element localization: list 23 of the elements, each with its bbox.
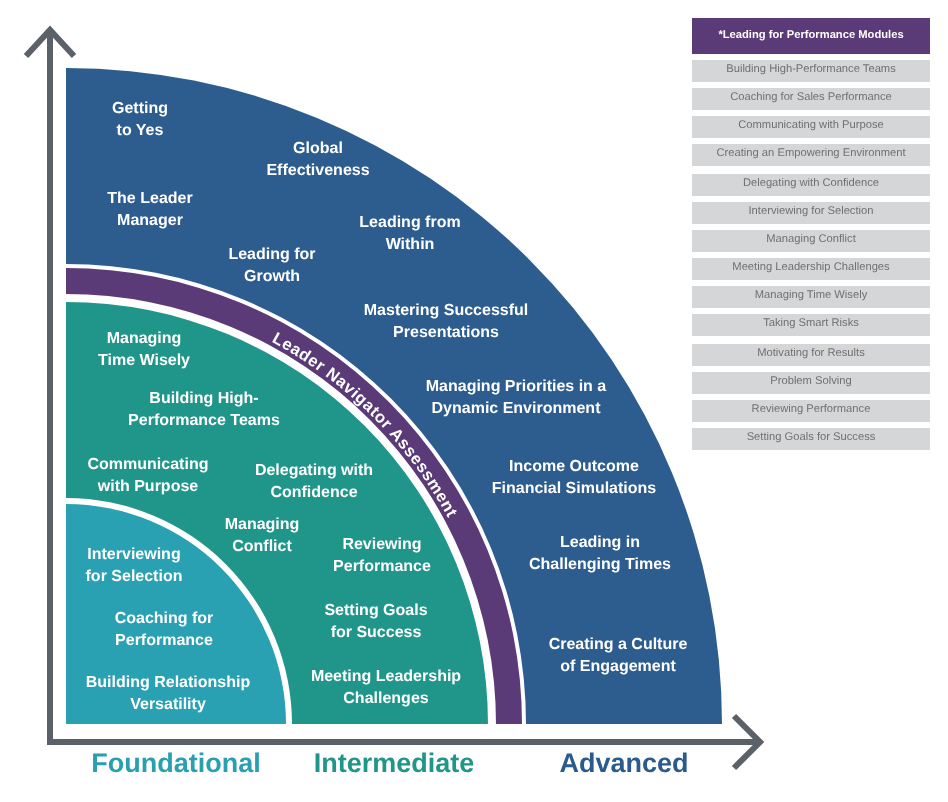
module-label: Mastering Successful Presentations [362,301,530,343]
module-label: Communicating with Purpose [86,455,210,497]
module-label: Managing Time Wisely [96,329,192,371]
module-label: Coaching for Performance [113,609,215,651]
module-label: Managing Conflict [223,515,301,557]
axis-label: Advanced [559,748,689,780]
module-label: Leading for Growth [227,245,317,287]
module-label: Building Relationship Versatility [84,673,252,715]
module-label: Getting to Yes [111,99,169,141]
axis-label: Foundational [91,748,261,780]
module-label: The Leader Manager [106,189,194,231]
axis-label: Intermediate [313,748,475,780]
module-label: Interviewing for Selection [84,545,184,587]
module-label: Leading from Within [358,213,462,255]
module-label: Setting Goals for Success [323,601,429,643]
module-label: Reviewing Performance [332,535,432,577]
module-label: Leading in Challenging Times [528,533,672,575]
module-label: Income Outcome Financial Simulations [490,457,658,499]
module-label: Meeting Leadership Challenges [309,667,463,709]
module-label: Global Effectiveness [265,139,371,181]
module-label: Managing Priorities in a Dynamic Environment [424,377,608,419]
module-label: Building High-Performance Teams [127,389,281,431]
module-label: Creating a Culture of Engagement [547,635,689,677]
